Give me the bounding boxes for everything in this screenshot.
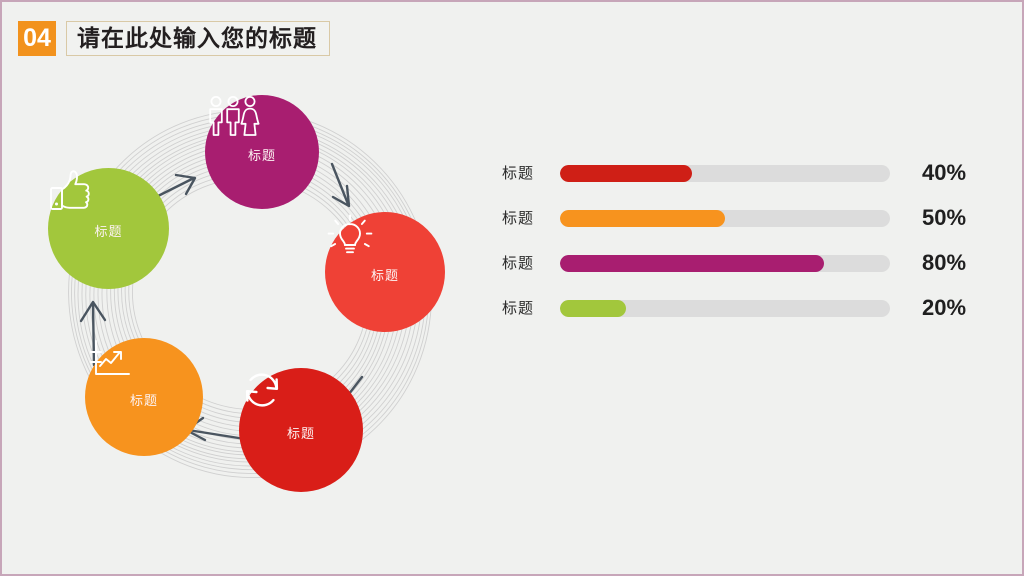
arrow-magenta-to-red	[330, 162, 351, 208]
progress-row: 标题 40%	[502, 160, 1002, 186]
progress-label: 标题	[502, 299, 535, 317]
progress-fill	[560, 164, 692, 182]
cycle-node-idea[interactable]: 标题	[325, 212, 445, 332]
cycle-node-label: 标题	[247, 147, 276, 163]
progress-row: 标题 50%	[502, 205, 1002, 231]
progress-value: 80%	[922, 250, 967, 275]
slide-header: 04 请在此处输入您的标题	[2, 2, 1022, 74]
progress-track[interactable]	[560, 164, 890, 182]
title-box: 请在此处输入您的标题	[66, 21, 330, 56]
cycle-node-label: 标题	[370, 267, 399, 283]
progress-value: 50%	[922, 205, 967, 230]
cycle-diagram: 标题 标题 标题	[22, 80, 482, 520]
progress-bar-chart: 标题 40% 标题 50% 标题 80% 标题 20%	[502, 152, 1002, 342]
progress-track[interactable]	[560, 209, 890, 227]
section-number-badge: 04	[18, 21, 56, 56]
progress-fill	[560, 254, 824, 272]
progress-row: 标题 20%	[502, 295, 1002, 321]
cycle-node-growth[interactable]: 标题	[85, 338, 203, 456]
progress-value: 20%	[922, 295, 967, 320]
progress-label: 标题	[502, 164, 535, 182]
cycle-node-label: 标题	[94, 224, 123, 239]
arrow-orange-to-green	[79, 300, 107, 367]
cycle-node-refresh[interactable]: 标题	[239, 368, 363, 492]
cycle-node-label: 标题	[129, 392, 158, 408]
cycle-node-label: 标题	[286, 425, 315, 441]
progress-value: 40%	[922, 160, 967, 185]
page-title: 请在此处输入您的标题	[77, 25, 317, 51]
progress-fill	[560, 209, 725, 227]
cycle-node-people[interactable]: 标题	[205, 95, 319, 209]
cycle-node-approve[interactable]: 标题	[48, 168, 169, 289]
progress-row: 标题 80%	[502, 250, 1002, 276]
progress-track[interactable]	[560, 299, 890, 317]
progress-label: 标题	[502, 209, 535, 227]
progress-track[interactable]	[560, 254, 890, 272]
progress-fill	[560, 299, 626, 317]
progress-label: 标题	[502, 254, 535, 272]
